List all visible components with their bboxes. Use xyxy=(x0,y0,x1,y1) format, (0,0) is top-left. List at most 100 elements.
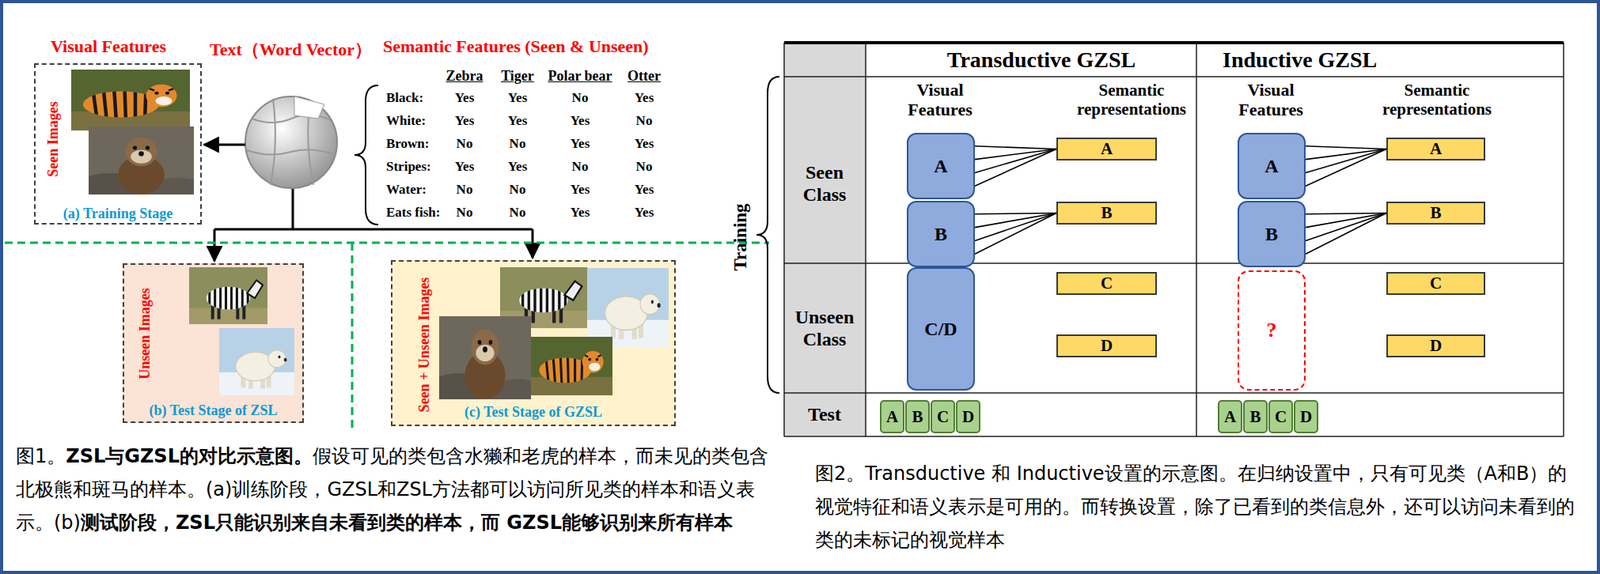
stage-box: Seen + Unseen Images(c) Test Stage of GZ… xyxy=(390,260,676,427)
stage-label: (c) Test Stage of GZSL xyxy=(392,404,675,421)
row-label: Unseen Class xyxy=(785,307,864,351)
panel-heading: Text（Word Vector） xyxy=(209,37,372,62)
box-label: C xyxy=(1274,409,1287,426)
animal-photo xyxy=(429,316,545,409)
animal-photo xyxy=(71,69,669,409)
box-label: A xyxy=(1224,409,1237,426)
table-frame xyxy=(784,42,866,437)
side-label: Seen Images xyxy=(45,101,62,178)
column-subheading: Semantic representations xyxy=(1361,80,1513,119)
table-cell: Yes xyxy=(508,113,528,129)
box-label: D xyxy=(962,409,975,426)
animal-photo xyxy=(71,69,190,131)
table-row-label: White: xyxy=(386,113,426,129)
semantic-box: B xyxy=(1386,201,1486,225)
caption: 图2。Transductive 和 Inductive设置的示意图。在归纳设置中… xyxy=(815,457,1577,558)
caption-text: 图1。 xyxy=(15,445,66,468)
connector-line xyxy=(1305,213,1387,242)
semantic-box: C xyxy=(1056,272,1157,296)
table-row-label: Black: xyxy=(386,90,424,107)
box-label: B xyxy=(1429,204,1441,222)
box-label: B xyxy=(1265,224,1278,244)
stage-box: Unseen Images (b) Test Stage of ZSL xyxy=(122,263,304,424)
box-label: D xyxy=(1429,337,1442,355)
table-cell: Yes xyxy=(634,181,655,198)
stage-box: Seen Images (a) Training Stage xyxy=(34,63,202,225)
table-cell: No xyxy=(509,136,527,152)
box-fill xyxy=(390,260,676,427)
column-subheading: Visual Features xyxy=(890,80,990,120)
test-class-box: B xyxy=(905,400,930,434)
visual-feature-box: A xyxy=(1237,132,1306,200)
semantic-box: D xyxy=(1386,334,1486,358)
test-class-box: D xyxy=(955,400,981,434)
table-cell: Yes xyxy=(634,90,655,107)
table-row-label: Brown: xyxy=(386,136,429,152)
table-header: Polar bear xyxy=(547,68,612,85)
unknown-box: ? xyxy=(1237,270,1306,391)
row-label: Test xyxy=(807,404,842,427)
table-cell: Yes xyxy=(454,159,475,175)
column-heading: Inductive GZSL xyxy=(1222,47,1377,73)
box-label: C xyxy=(1429,275,1442,292)
visual-feature-box: B xyxy=(1237,200,1306,268)
semantic-box: D xyxy=(1056,334,1157,358)
table-row-label: Water: xyxy=(386,181,427,198)
box-fill xyxy=(34,63,676,427)
box-label: A xyxy=(886,409,899,426)
column-subheading: Semantic representations xyxy=(1056,80,1207,119)
box-label: C xyxy=(1100,275,1113,292)
visual-feature-box: B xyxy=(906,200,975,268)
caption: 图1。ZSL与GZSL的对比示意图。假设可见的类包含水獭和老虎的样本，而未见的类… xyxy=(15,439,772,540)
box-label: A xyxy=(1429,140,1442,158)
semantic-box: A xyxy=(1056,137,1157,161)
animal-photo xyxy=(78,126,210,202)
animal-photo xyxy=(530,337,613,396)
table-cell: Yes xyxy=(508,90,528,107)
table-cell: No xyxy=(636,113,653,129)
column-heading: Transductive GZSL xyxy=(947,47,1136,73)
connector-line xyxy=(974,213,1057,255)
box-label: C xyxy=(936,409,949,426)
brace xyxy=(756,76,780,394)
connector-line xyxy=(1305,149,1387,187)
wikipedia-globe xyxy=(294,96,325,119)
table-cell: No xyxy=(509,181,527,198)
connector-line xyxy=(974,146,1057,150)
wikipedia-globe xyxy=(246,98,336,186)
table-frame xyxy=(784,41,1564,45)
panel-heading: Semantic Features (Seen & Unseen) xyxy=(382,36,649,57)
connector-line xyxy=(1305,213,1387,255)
column-subheading: Visual Features xyxy=(1221,80,1320,120)
table-cell: Yes xyxy=(570,181,591,198)
table-cell: Yes xyxy=(570,113,591,129)
stage-label: (b) Test Stage of ZSL xyxy=(124,402,303,420)
table-cell: No xyxy=(572,159,589,175)
box-label: A xyxy=(933,156,948,176)
connector-line xyxy=(1305,146,1387,150)
row-label: Seen Class xyxy=(785,162,864,206)
box-fill xyxy=(122,263,304,424)
table-row-label: Eats fish: xyxy=(386,204,440,221)
side-label: Training xyxy=(730,203,751,271)
box-label: B xyxy=(1249,409,1261,426)
stage-label: (a) Training Stage xyxy=(35,205,201,223)
box-label: B xyxy=(934,224,948,244)
box-label: B xyxy=(911,409,923,426)
table-cell: No xyxy=(456,136,474,152)
connector-line xyxy=(1305,213,1387,215)
table-header: Zebra xyxy=(446,68,484,85)
animal-photo xyxy=(587,268,669,348)
connector-line xyxy=(974,213,1057,242)
table-cell: Yes xyxy=(570,136,591,152)
connector-line xyxy=(1305,149,1387,174)
semantic-box: C xyxy=(1386,272,1486,296)
table-cell: No xyxy=(456,204,474,221)
table-header: Tiger xyxy=(500,68,535,85)
table-cell: No xyxy=(456,181,474,198)
table-cell: No xyxy=(636,159,653,175)
caption-text: ZSL与GZSL的对比示意图。 xyxy=(65,445,313,468)
side-label: Unseen Images xyxy=(136,288,154,380)
